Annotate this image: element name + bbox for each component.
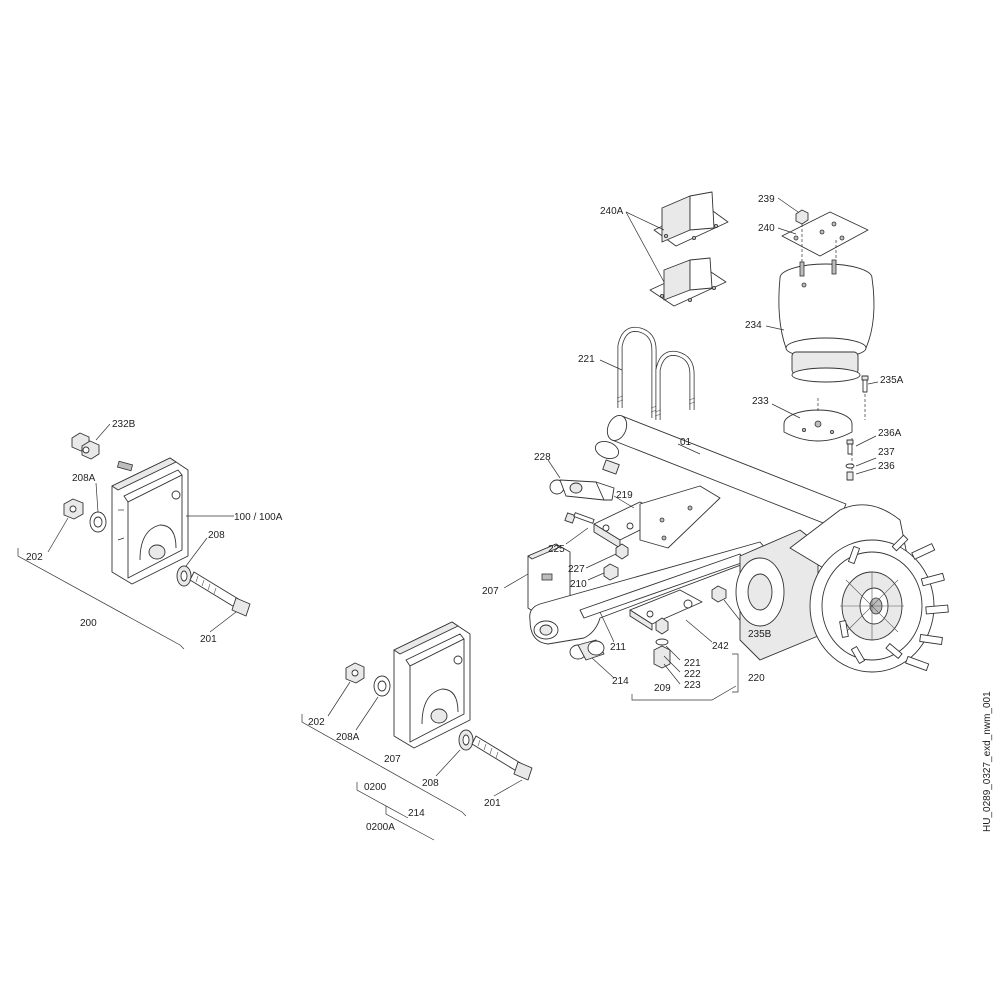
bracket-240A-top [653, 191, 729, 247]
bracket-240A-bottom [649, 257, 727, 307]
shock-absorber-228 [549, 479, 615, 501]
label-234: 234 [745, 320, 762, 331]
label-200: 200 [80, 618, 97, 629]
label-220: 220 [748, 673, 765, 684]
label-237: 237 [878, 447, 895, 458]
nut-236 [846, 471, 854, 481]
label-209: 209 [654, 683, 671, 694]
nut-227 [615, 543, 629, 560]
air-spring-234 [778, 259, 875, 383]
u-bolt-221-b [654, 350, 696, 420]
label-208-middle: 208 [422, 778, 439, 789]
label-233: 233 [752, 396, 769, 407]
top-plate-240 [781, 211, 869, 257]
washer-237 [845, 463, 855, 469]
label-222: 222 [684, 669, 701, 680]
label-236A: 236A [878, 428, 902, 439]
bracket-plate-219 [639, 485, 721, 549]
spring-plate-233 [783, 409, 853, 442]
axle-tube-01 [594, 415, 847, 529]
drawing-id: HU_0289_0327_exd_nwm_001 [982, 691, 993, 832]
bushing-214 [569, 639, 605, 661]
brake-hub-assembly [735, 504, 935, 673]
label-221-top: 221 [578, 354, 595, 365]
label-236: 236 [878, 461, 895, 472]
label-202-middle: 202 [308, 717, 325, 728]
trailing-arm-211 [529, 541, 771, 645]
label-01: 01 [680, 437, 692, 448]
left-bracket-assembly [17, 423, 251, 650]
label-225: 225 [548, 544, 565, 555]
label-207-middle: 207 [384, 754, 401, 765]
label-211: 211 [610, 642, 626, 653]
label-240A: 240A [600, 206, 624, 217]
u-bolt-221-a [616, 326, 658, 418]
label-219: 219 [616, 490, 633, 501]
label-208-left: 208 [208, 530, 225, 541]
bolt-201-left [189, 571, 251, 617]
bracket-242 [629, 589, 703, 631]
label-201-left: 201 [200, 634, 217, 645]
label-228: 228 [534, 452, 551, 463]
middle-bracket-assembly [301, 621, 533, 841]
label-235A: 235A [880, 375, 904, 386]
label-235B: 235B [748, 629, 772, 640]
label-0200A: 0200A [366, 822, 395, 833]
label-239: 239 [758, 194, 775, 205]
callout-labels: 240A 239 240 234 221 235A 233 236A 01 23… [26, 194, 993, 833]
label-214-middle: 214 [408, 808, 425, 819]
label-0200: 0200 [364, 782, 387, 793]
axle-assembly [503, 191, 949, 701]
nut-210 [603, 563, 619, 581]
label-240: 240 [758, 223, 775, 234]
bolt-201-middle [471, 735, 533, 781]
label-223: 223 [684, 680, 701, 691]
label-202-left: 202 [26, 552, 43, 563]
label-208A-middle: 208A [336, 732, 360, 743]
nut-235B [711, 585, 727, 603]
label-100-100A: 100 / 100A [234, 512, 283, 523]
label-242: 242 [712, 641, 729, 652]
hanger-bracket-207 [393, 621, 471, 749]
wheel-studs [839, 534, 949, 672]
label-232B: 232B [112, 419, 136, 430]
label-208A-left: 208A [72, 473, 96, 484]
label-207-right: 207 [482, 586, 499, 597]
nut-232B [71, 432, 134, 472]
nut-239 [795, 209, 809, 225]
label-210: 210 [570, 579, 587, 590]
label-201-middle: 201 [484, 798, 501, 809]
hanger-bracket-100 [111, 457, 189, 585]
label-221-bottom: 221 [684, 658, 701, 669]
label-227: 227 [568, 564, 585, 575]
label-214-right: 214 [612, 676, 629, 687]
